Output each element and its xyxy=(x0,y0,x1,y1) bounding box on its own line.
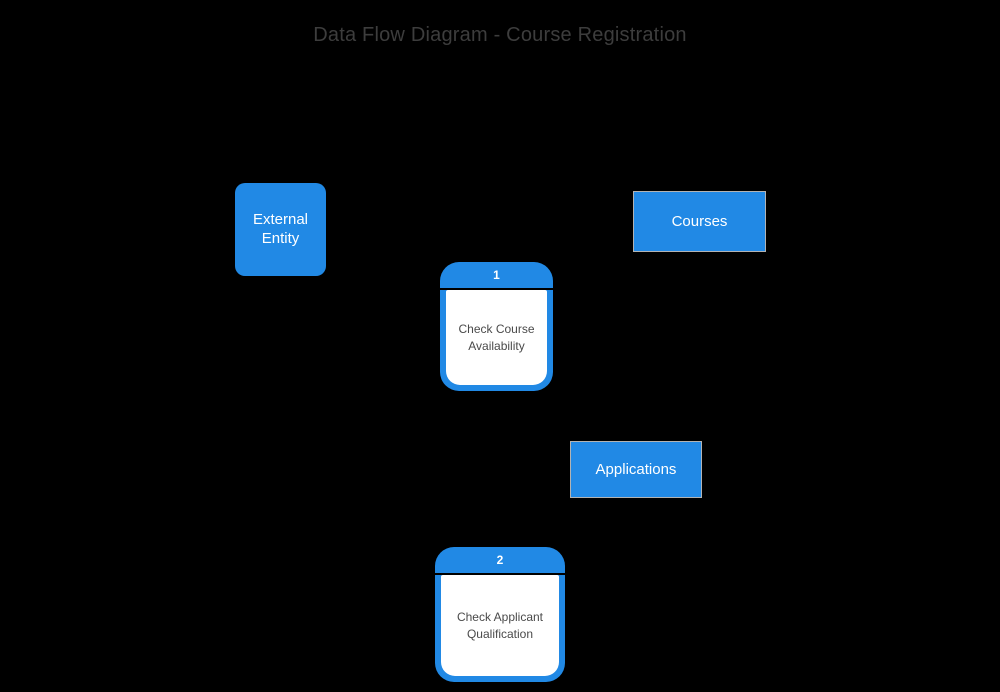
process-2-number: 2 xyxy=(496,553,504,567)
external-entity-label: External Entity xyxy=(252,210,309,247)
applications-label: Applications xyxy=(595,461,677,478)
process-1-label: Check Course Availability xyxy=(458,321,535,353)
node-courses-store[interactable]: Courses xyxy=(633,191,766,252)
node-process-2[interactable]: 2 Check Applicant Qualification xyxy=(435,547,565,682)
process-1-number: 1 xyxy=(493,268,500,282)
process-1-divider xyxy=(440,288,553,290)
process-2-label: Check Applicant Qualification xyxy=(456,609,544,641)
courses-label: Courses xyxy=(671,213,728,230)
node-process-1[interactable]: 1 Check Course Availability xyxy=(440,262,553,391)
node-applications-store[interactable]: Applications xyxy=(570,441,702,498)
process-2-divider xyxy=(435,573,565,575)
node-external-entity[interactable]: External Entity xyxy=(235,183,326,276)
process-1-body: Check Course Availability xyxy=(446,290,547,385)
diagram-title: Data Flow Diagram - Course Registration xyxy=(313,24,687,46)
process-2-body: Check Applicant Qualification xyxy=(441,575,559,676)
